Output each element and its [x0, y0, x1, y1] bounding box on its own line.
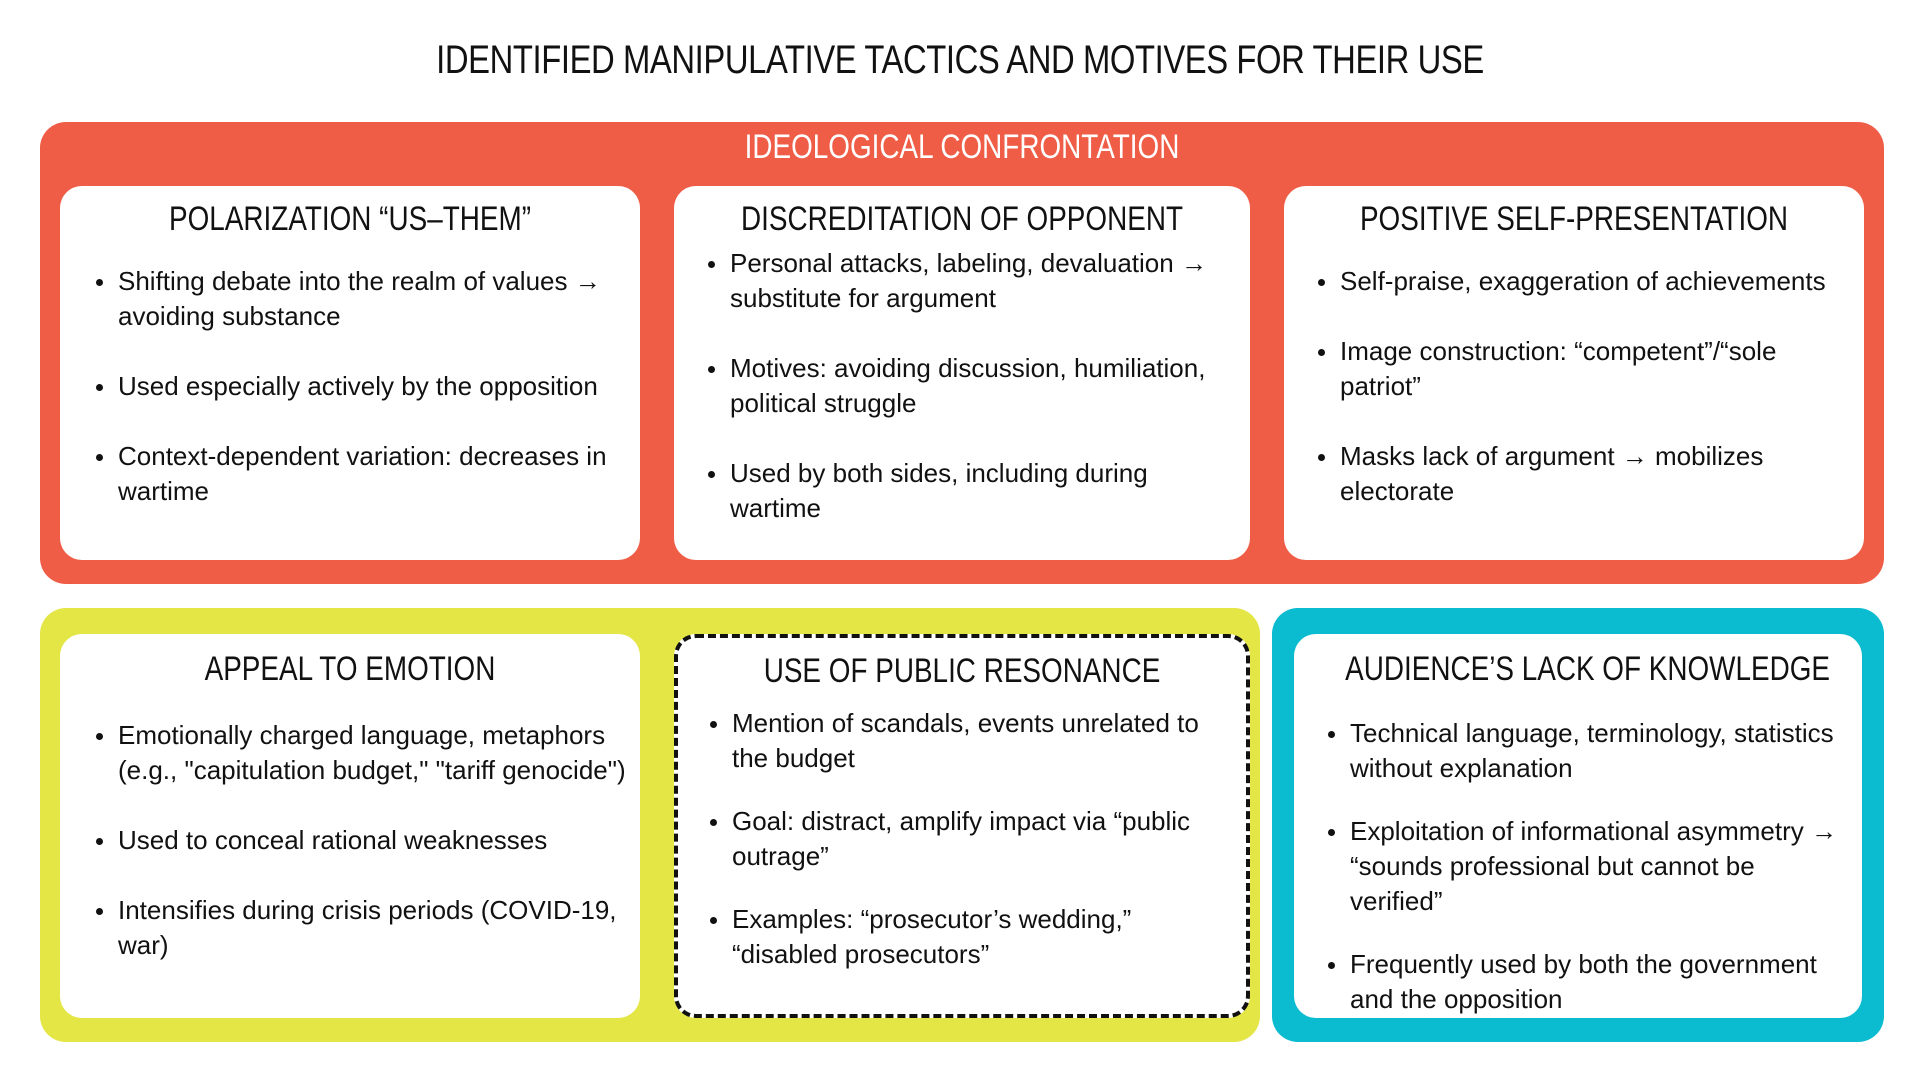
appeal-to-emotion-title: APPEAL TO EMOTION: [204, 650, 496, 688]
public-resonance-title: USE OF PUBLIC RESONANCE: [763, 652, 1161, 690]
ideological-confrontation-panel: IDEOLOGICAL CONFRONTATION POLARIZATION “…: [40, 122, 1884, 584]
discreditation-title: DISCREDITATION OF OPPONENT: [741, 200, 1183, 238]
bullet-item: Used by both sides, including during war…: [702, 456, 1242, 526]
bullet-item: Motives: avoiding discussion, humiliatio…: [702, 351, 1242, 421]
appeal-to-emotion-bullets: Emotionally charged language, metaphors …: [90, 718, 635, 963]
bullet-item: Examples: “prosecutor’s wedding,” “disab…: [704, 902, 1224, 972]
polarization-card: POLARIZATION “US–THEM” Shifting debate i…: [60, 186, 640, 560]
page-title: IDENTIFIED MANIPULATIVE TACTICS AND MOTI…: [436, 38, 1484, 82]
bullet-item: Used to conceal rational weaknesses: [90, 823, 635, 858]
bullet-item: Used especially actively by the oppositi…: [90, 369, 630, 404]
appeal-to-emotion-card: APPEAL TO EMOTION Emotionally charged la…: [60, 634, 640, 1018]
bullet-item: Self-praise, exaggeration of achievement…: [1312, 264, 1852, 299]
lack-of-knowledge-card: AUDIENCE’S LACK OF KNOWLEDGE Technical l…: [1294, 634, 1862, 1018]
lack-of-knowledge-bullets: Technical language, terminology, statist…: [1322, 716, 1852, 1017]
self-presentation-title: POSITIVE SELF-PRESENTATION: [1359, 200, 1789, 238]
polarization-title: POLARIZATION “US–THEM”: [169, 200, 531, 238]
lack-of-knowledge-title: AUDIENCE’S LACK OF KNOWLEDGE: [1345, 650, 1831, 688]
self-presentation-bullets: Self-praise, exaggeration of achievement…: [1312, 264, 1852, 509]
discreditation-card: DISCREDITATION OF OPPONENT Personal atta…: [674, 186, 1250, 560]
bullet-item: Exploitation of informational asymmetry …: [1322, 814, 1852, 919]
bullet-item: Emotionally charged language, metaphors …: [90, 718, 635, 788]
bullet-item: Masks lack of argument → mobilizes elect…: [1312, 439, 1852, 509]
emotion-resonance-panel: APPEAL TO EMOTION Emotionally charged la…: [40, 608, 1260, 1042]
bullet-item: Image construction: “competent”/“sole pa…: [1312, 334, 1852, 404]
self-presentation-card: POSITIVE SELF-PRESENTATION Self-praise, …: [1284, 186, 1864, 560]
public-resonance-card: USE OF PUBLIC RESONANCE Mention of scand…: [674, 634, 1250, 1018]
discreditation-bullets: Personal attacks, labeling, devaluation …: [702, 246, 1242, 526]
bullet-item: Personal attacks, labeling, devaluation …: [702, 246, 1242, 316]
bullet-item: Goal: distract, amplify impact via “publ…: [704, 804, 1224, 874]
lack-of-knowledge-panel: AUDIENCE’S LACK OF KNOWLEDGE Technical l…: [1272, 608, 1884, 1042]
bullet-item: Technical language, terminology, statist…: [1322, 716, 1852, 786]
bullet-item: Intensifies during crisis periods (COVID…: [90, 893, 635, 963]
public-resonance-bullets: Mention of scandals, events unrelated to…: [704, 706, 1224, 972]
bullet-item: Shifting debate into the realm of values…: [90, 264, 630, 334]
polarization-bullets: Shifting debate into the realm of values…: [90, 264, 630, 509]
ideological-confrontation-label: IDEOLOGICAL CONFRONTATION: [744, 128, 1180, 166]
bullet-item: Frequently used by both the government a…: [1322, 947, 1852, 1017]
bullet-item: Mention of scandals, events unrelated to…: [704, 706, 1224, 776]
bullet-item: Context-dependent variation: decreases i…: [90, 439, 630, 509]
